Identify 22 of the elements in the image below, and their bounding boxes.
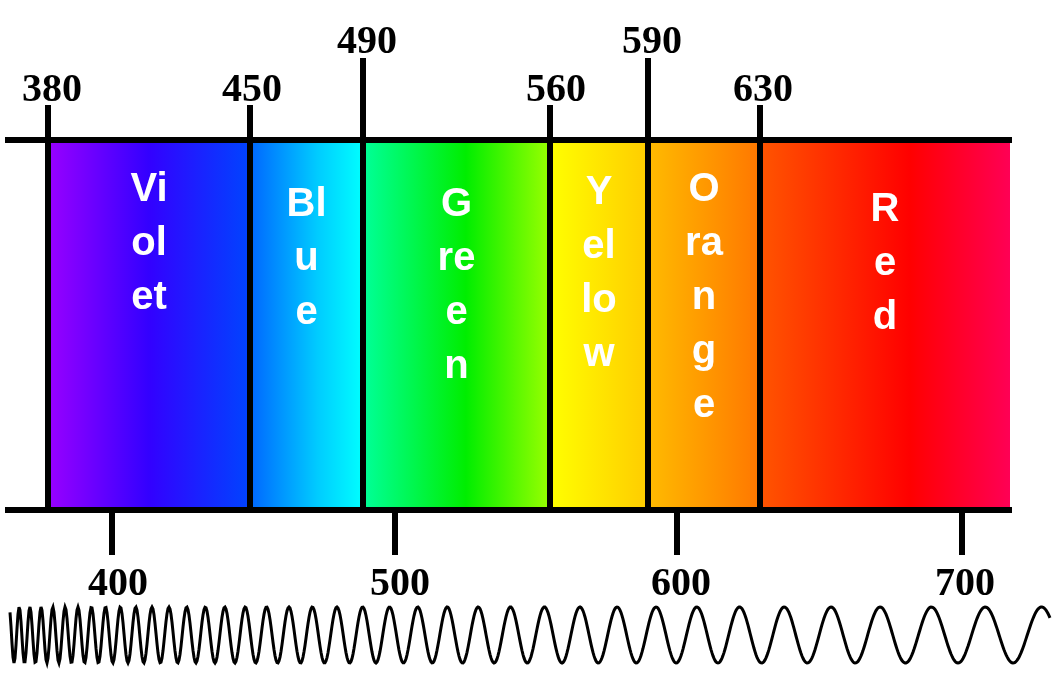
- wavelength-label: 700: [935, 562, 995, 602]
- band-label: Violet: [129, 164, 169, 319]
- band-label: Yellow: [580, 167, 618, 376]
- wavelength-label: 600: [651, 562, 711, 602]
- wavelength-label: 560: [526, 68, 586, 108]
- wavelength-label: 380: [22, 68, 82, 108]
- color-band: [760, 140, 1010, 510]
- wavelength-label: 630: [733, 68, 793, 108]
- color-band: [648, 140, 760, 510]
- wavelength-label: 500: [370, 562, 430, 602]
- color-band: [48, 140, 250, 510]
- band-label: Orange: [684, 164, 725, 427]
- wavelength-label: 590: [622, 20, 682, 60]
- color-band: [250, 140, 363, 510]
- band-label: Blue: [285, 179, 328, 334]
- wavelength-label: 450: [222, 68, 282, 108]
- color-band: [550, 140, 648, 510]
- wavelength-label: 400: [88, 562, 148, 602]
- wavelength-label: 490: [337, 20, 397, 60]
- color-band: [363, 140, 550, 510]
- band-label: Red: [869, 184, 901, 339]
- band-label: Green: [436, 179, 477, 388]
